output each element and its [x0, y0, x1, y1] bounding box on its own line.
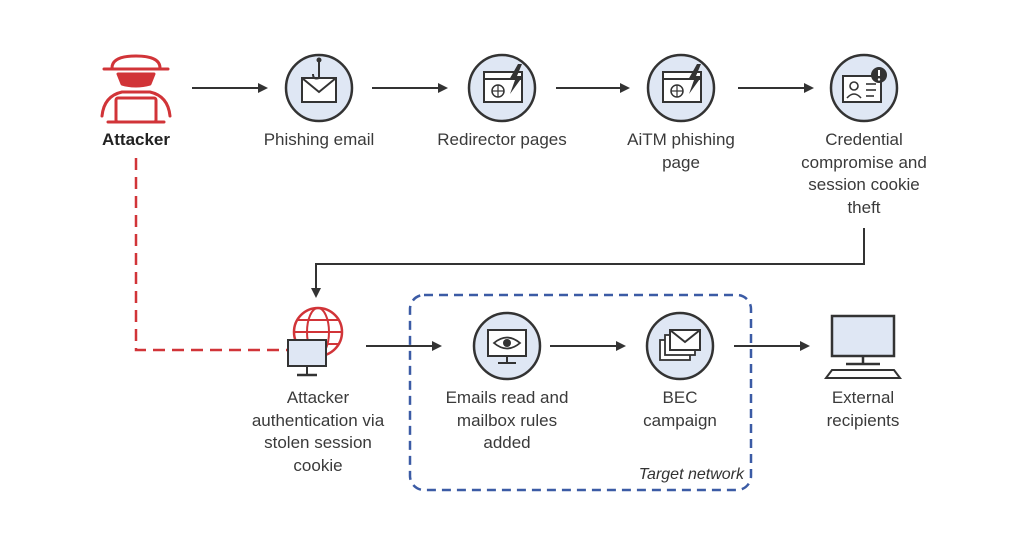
- attacker-label: Attacker: [101, 130, 171, 149]
- external-recipients-monitor-icon: [824, 314, 902, 379]
- bec-campaign-label: BEC campaign: [643, 388, 717, 430]
- phishing-email-label: Phishing email: [263, 130, 375, 149]
- external-recipients-label: External recipients: [826, 388, 900, 430]
- arrow-credential-to-authentication: [311, 228, 865, 298]
- target-network-label: Target network: [638, 466, 744, 483]
- credential-card-icon: [829, 53, 899, 123]
- redirector-pages-label: Redirector pages: [437, 130, 567, 149]
- attacker-authentication-icon: [287, 306, 344, 377]
- credential-theft-label: Credential compromise and session cookie…: [801, 130, 927, 217]
- attacker-icon: [100, 54, 172, 124]
- redirector-pages-icon: [467, 53, 537, 123]
- attacker-authentication-label: Attacker authentication via stolen sessi…: [251, 388, 385, 475]
- bec-campaign-envelopes-icon: [645, 311, 715, 381]
- aitm-phishing-page-icon: [646, 53, 716, 123]
- emails-read-eye-icon: [472, 311, 542, 381]
- aitm-phishing-page-label: AiTM phishing page: [627, 130, 735, 172]
- emails-read-label: Emails read and mailbox rules added: [445, 388, 569, 452]
- phishing-email-icon: [284, 53, 354, 123]
- attacker-dashed-link: [134, 158, 290, 352]
- target-network-zone: [408, 293, 753, 492]
